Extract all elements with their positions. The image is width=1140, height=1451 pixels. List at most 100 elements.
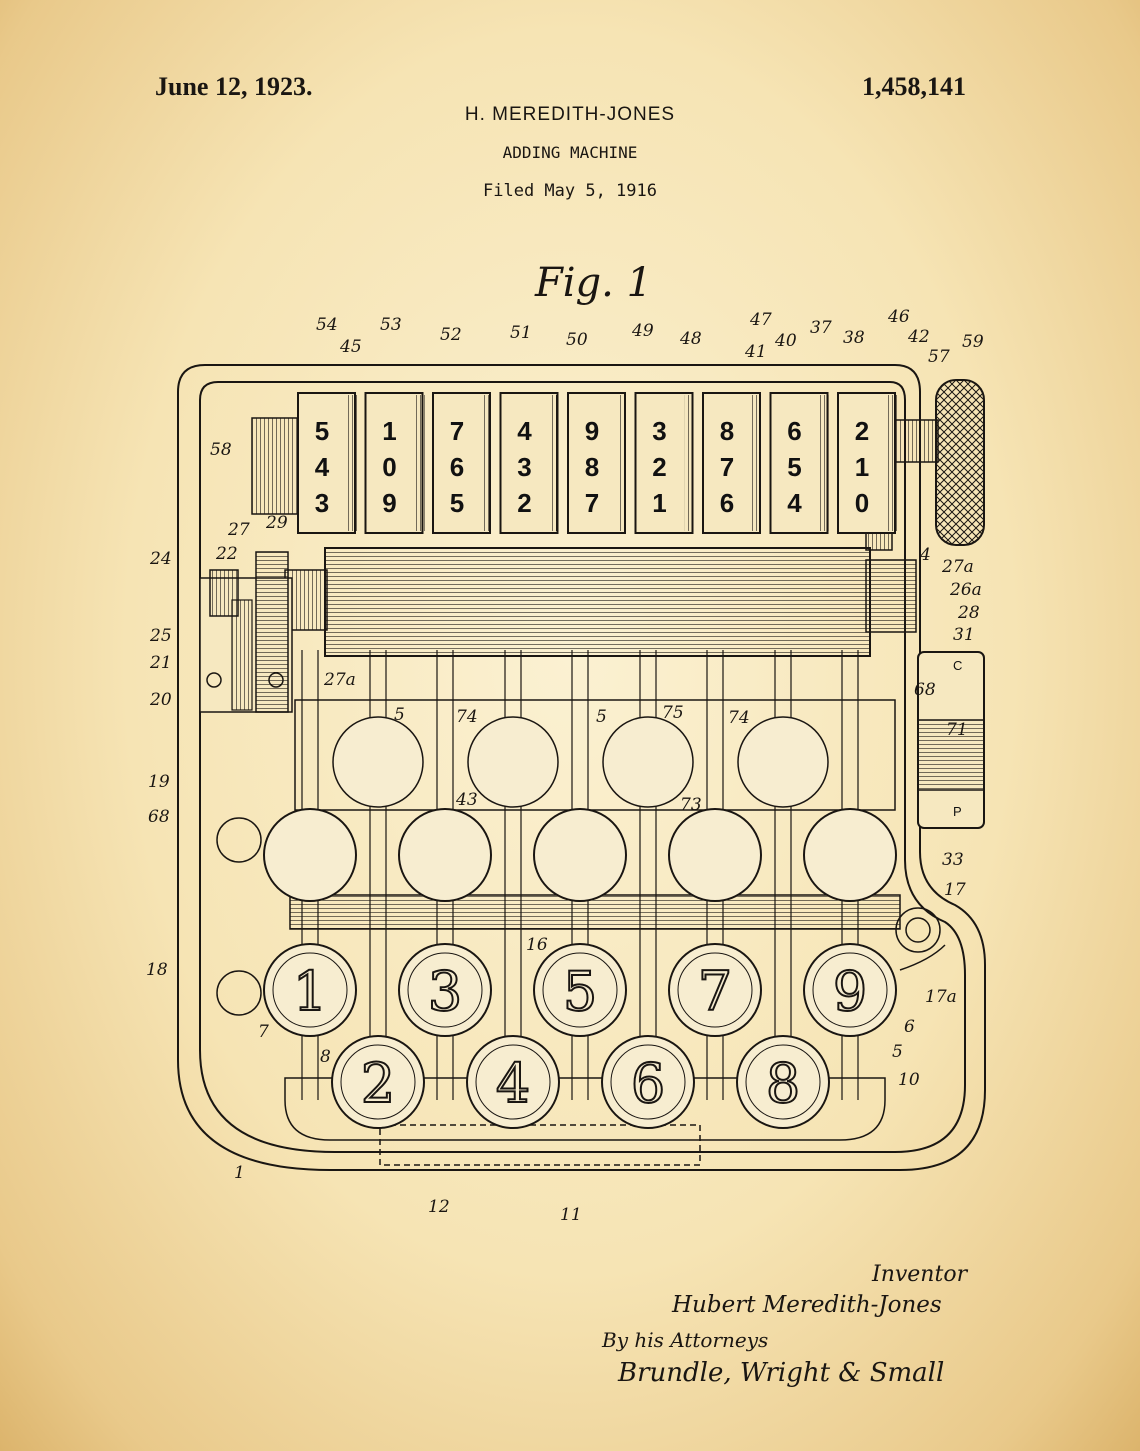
callout-label: 43 <box>455 790 478 810</box>
key-ring <box>610 1044 686 1120</box>
callout-label: 68 <box>914 680 936 700</box>
callout-label: 48 <box>679 329 702 349</box>
callout-label: 57 <box>928 347 950 367</box>
drum-digit: 2 <box>652 452 666 482</box>
drum-digit: 5 <box>315 416 329 446</box>
middle-key <box>398 808 492 902</box>
inventor-name: H. MEREDITH-JONES <box>464 104 676 125</box>
callout-label: 37 <box>810 318 832 338</box>
callout-label: 17a <box>925 987 957 1007</box>
callout-label: 8 <box>320 1047 331 1067</box>
drum-edge <box>684 395 695 531</box>
callout-label: 31 <box>953 625 975 645</box>
callout-label: 53 <box>380 315 402 335</box>
drum-edge <box>414 395 425 531</box>
drum-wheel <box>297 392 356 534</box>
drum-digit: 2 <box>517 488 531 518</box>
drum-digit: 5 <box>787 452 801 482</box>
middle-key <box>533 808 627 902</box>
callout-label: 11 <box>560 1205 582 1225</box>
drum-edge <box>752 395 762 531</box>
upper-key-tier <box>332 716 829 808</box>
callout-label: 54 <box>316 315 338 335</box>
drum-digit: 1 <box>652 488 666 518</box>
upper-key <box>602 716 694 808</box>
callout-label: 27a <box>323 670 356 690</box>
middle-key <box>263 808 357 902</box>
drum-digit: 0 <box>855 488 869 518</box>
drum-digit: 2 <box>855 416 869 446</box>
key-ring <box>272 952 348 1028</box>
drum-edge <box>819 395 830 531</box>
callout-label: 40 <box>774 331 797 351</box>
callout-label: 19 <box>148 772 170 792</box>
callout-label: 41 <box>744 342 767 362</box>
drum-digit: 4 <box>517 416 532 446</box>
callout-label: 24 <box>149 549 172 569</box>
accumulator-cylinder <box>284 547 917 657</box>
side-dial: C P <box>917 651 985 829</box>
callout-label: 46 <box>887 307 910 327</box>
callout-label: 58 <box>210 440 232 460</box>
drum-digit: 3 <box>517 452 531 482</box>
drum-digit: 8 <box>720 416 734 446</box>
key-number: 7 <box>698 960 732 1023</box>
drum-edge <box>549 395 560 531</box>
upper-key <box>332 716 424 808</box>
left-gear-assembly <box>199 551 293 713</box>
callout-label: 33 <box>942 850 964 870</box>
upper-key <box>737 716 829 808</box>
drum-digit: 4 <box>787 488 802 518</box>
drum-digit: 1 <box>382 416 396 446</box>
inventor-label: Inventor <box>872 1262 968 1287</box>
callout-label: 38 <box>843 328 865 348</box>
callout-label: 45 <box>339 337 362 357</box>
drum-digit: 3 <box>652 416 666 446</box>
drum-digit: 8 <box>585 452 599 482</box>
drum-digit: 9 <box>585 416 599 446</box>
drum-edge <box>482 395 492 531</box>
patent-title: ADDING MACHINE <box>502 143 638 162</box>
dial-letter-p: P <box>953 804 962 819</box>
spring <box>895 907 946 971</box>
key-number: 6 <box>631 1052 665 1115</box>
drum-wheel <box>567 392 626 534</box>
key-cap <box>398 943 492 1037</box>
callout-label: 51 <box>510 323 532 343</box>
callout-label: 73 <box>680 795 702 815</box>
drum-digit: 4 <box>315 452 330 482</box>
key-ring <box>542 952 618 1028</box>
key-ring <box>475 1044 551 1120</box>
callout-label: 75 <box>662 703 684 723</box>
key-cap <box>466 1035 560 1129</box>
callout-label: 5 <box>596 707 607 727</box>
callout-label: 1 <box>234 1163 245 1183</box>
callout-label: 5 <box>892 1042 903 1062</box>
drum-digit: 7 <box>585 488 599 518</box>
key-number: 4 <box>496 1052 530 1115</box>
inventor-signature: Hubert Meredith-Jones <box>672 1292 942 1318</box>
callout-label: 12 <box>428 1197 450 1217</box>
patent-number: 1,458,141 <box>862 72 966 101</box>
key-cap <box>263 943 357 1037</box>
key-ring <box>812 952 888 1028</box>
inner-frame <box>216 699 901 1166</box>
left-shaft-bearing <box>251 417 301 515</box>
patent-date: June 12, 1923. <box>155 72 313 101</box>
key-cap <box>803 943 897 1037</box>
callout-label: 29 <box>265 513 288 533</box>
callout-label: 5 <box>394 705 405 725</box>
key-number: 3 <box>428 960 462 1023</box>
key-cap <box>533 943 627 1037</box>
key-ring <box>407 952 483 1028</box>
drum-digit: 3 <box>315 488 329 518</box>
callout-label: 28 <box>957 603 980 623</box>
drum-digit: 6 <box>720 488 734 518</box>
drum-wheel <box>837 392 896 534</box>
callout-label: 17 <box>944 880 966 900</box>
key-cap <box>736 1035 830 1129</box>
callout-label: 21 <box>149 653 172 673</box>
key-number: 8 <box>766 1052 800 1115</box>
